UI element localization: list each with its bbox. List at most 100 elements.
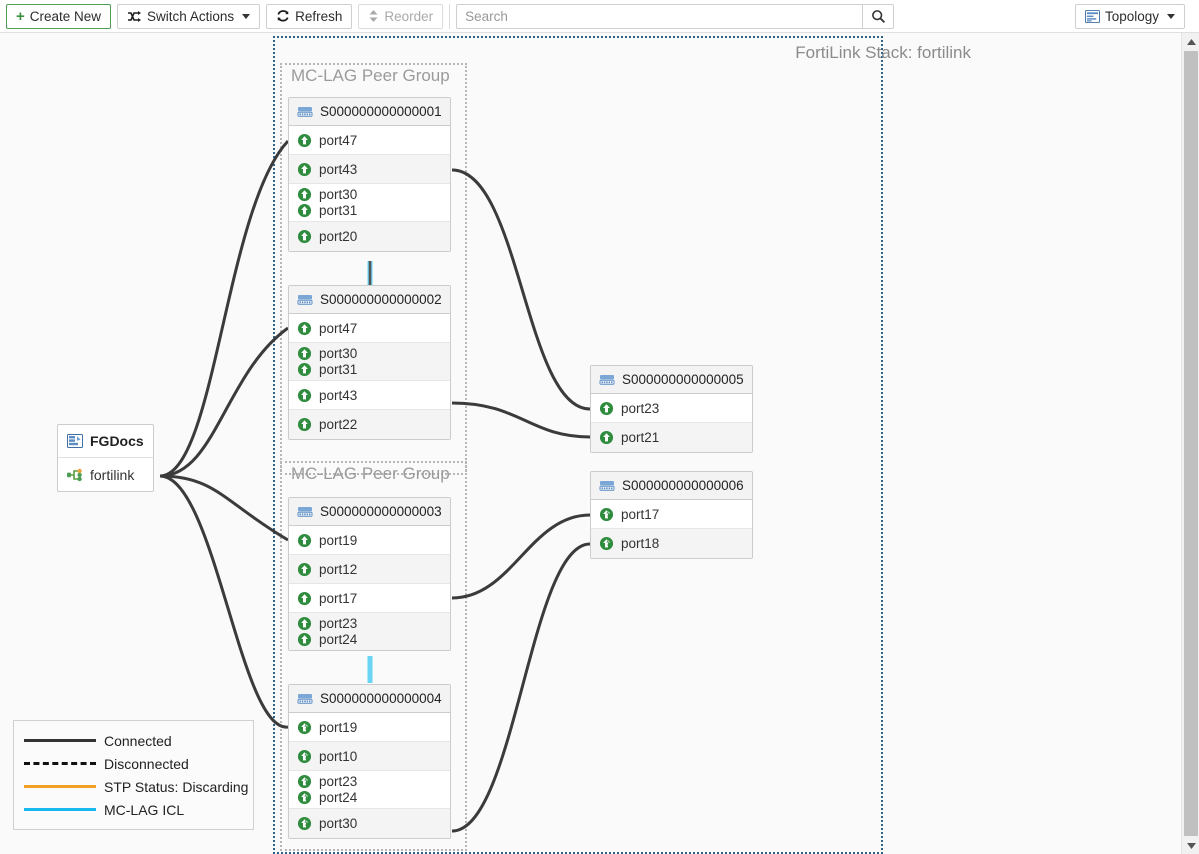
port-label: port20 <box>319 229 358 244</box>
fortigate-device-row[interactable]: FGDocs <box>58 425 153 458</box>
port-up-poe-icon <box>297 749 312 764</box>
port-row[interactable]: port24 <box>297 790 442 805</box>
switch-header[interactable]: S000000000000005 <box>591 366 752 394</box>
refresh-label: Refresh <box>295 8 343 24</box>
port-label: port30 <box>319 816 358 831</box>
port-row[interactable]: port17 <box>289 584 450 613</box>
port-up-icon <box>297 417 312 432</box>
switch-actions-label: Switch Actions <box>147 8 235 24</box>
port-row[interactable]: port30 <box>289 809 450 838</box>
switch-node-6[interactable]: S000000000000006 port17 port18 <box>590 471 753 559</box>
port-row[interactable]: port12 <box>289 555 450 584</box>
legend-line-dashed <box>24 762 96 765</box>
switch-header[interactable]: S000000000000003 <box>289 498 450 526</box>
chevron-down-icon <box>1167 13 1175 19</box>
port-row[interactable]: port30 <box>297 187 442 202</box>
port-up-icon <box>297 187 312 202</box>
port-label: port19 <box>319 532 358 548</box>
switch-header[interactable]: S000000000000001 <box>289 98 450 126</box>
port-label: port24 <box>319 632 358 647</box>
search-group <box>456 3 895 29</box>
legend-label: MC-LAG ICL <box>104 801 185 818</box>
port-label: port31 <box>319 203 358 218</box>
create-new-button[interactable]: + Create New <box>6 3 112 29</box>
port-row[interactable]: port23 <box>297 616 442 631</box>
switch-name: S000000000000005 <box>622 372 744 387</box>
port-row[interactable]: port18 <box>591 529 752 558</box>
port-row[interactable]: port23 <box>297 774 442 789</box>
port-row[interactable]: port20 <box>289 222 450 251</box>
switch-actions-button[interactable]: Switch Actions <box>117 3 261 29</box>
refresh-button[interactable]: Refresh <box>266 3 353 29</box>
port-row[interactable]: port47 <box>289 314 450 343</box>
port-label: port43 <box>319 161 358 177</box>
port-label: port47 <box>319 320 358 336</box>
fortilink-interface-icon <box>67 468 83 482</box>
switch-name: S000000000000003 <box>320 504 442 519</box>
switch-name: S000000000000002 <box>320 292 442 307</box>
port-row[interactable]: port10 <box>289 742 450 771</box>
legend-line-solid <box>24 785 96 788</box>
legend-label: Connected <box>104 732 172 749</box>
topology-canvas[interactable]: FortiLink Stack: fortilink MC-LAG Peer G… <box>0 33 1181 854</box>
vertical-scrollbar[interactable] <box>1181 33 1199 854</box>
port-label: port10 <box>319 748 358 764</box>
port-label: port31 <box>319 362 358 377</box>
reorder-button[interactable]: Reorder <box>358 3 444 29</box>
search-icon <box>871 9 885 23</box>
fortilink-interface-row[interactable]: fortilink <box>58 458 153 491</box>
view-mode-button[interactable]: Topology <box>1074 3 1185 29</box>
port-row[interactable]: port43 <box>289 381 450 410</box>
port-row[interactable]: port21 <box>591 423 752 452</box>
legend-row: Disconnected <box>24 753 243 774</box>
port-row[interactable]: port47 <box>289 126 450 155</box>
port-row[interactable]: port31 <box>297 362 442 377</box>
switch-header[interactable]: S000000000000004 <box>289 685 450 713</box>
port-label: port17 <box>319 590 358 606</box>
legend-line-solid <box>24 739 96 742</box>
port-row[interactable]: port23 <box>591 394 752 423</box>
port-row[interactable]: port19 <box>289 526 450 555</box>
legend-line-solid <box>24 808 96 811</box>
switch-header[interactable]: S000000000000002 <box>289 286 450 314</box>
port-row[interactable]: port31 <box>297 203 442 218</box>
switch-name: S000000000000004 <box>320 691 442 706</box>
scrollbar-thumb[interactable] <box>1184 51 1198 836</box>
port-label: port30 <box>319 346 358 361</box>
scroll-down-arrow-icon[interactable] <box>1182 836 1199 854</box>
switch-name: S000000000000001 <box>320 104 442 119</box>
fortigate-node[interactable]: FGDocs fortilink <box>57 424 154 492</box>
port-label: port19 <box>319 719 358 735</box>
legend-row: MC-LAG ICL <box>24 799 243 820</box>
scroll-up-arrow-icon[interactable] <box>1182 33 1199 51</box>
port-row[interactable]: port43 <box>289 155 450 184</box>
port-up-icon <box>297 388 312 403</box>
switch-node-3[interactable]: S000000000000003 port19 port12 port17 port23… <box>288 497 451 651</box>
search-input[interactable] <box>456 3 863 29</box>
reorder-label: Reorder <box>384 8 434 24</box>
search-button[interactable] <box>862 3 895 29</box>
port-row[interactable]: port30 <box>297 346 442 361</box>
port-row[interactable]: port22 <box>289 410 450 439</box>
port-row[interactable]: port24 <box>297 632 442 647</box>
port-row[interactable]: port19 <box>289 713 450 742</box>
port-up-poe-icon <box>297 774 312 789</box>
switch-header[interactable]: S000000000000006 <box>591 472 752 500</box>
port-label: port17 <box>621 506 660 522</box>
legend-row: STP Status: Discarding <box>24 776 248 797</box>
port-up-poe-icon <box>297 790 312 805</box>
port-row[interactable]: port17 <box>591 500 752 529</box>
port-up-poe-icon <box>599 536 614 551</box>
port-label: port24 <box>319 790 358 805</box>
mclag-peer-group-1-title: MC-LAG Peer Group <box>291 66 450 85</box>
switch-icon <box>297 505 313 518</box>
